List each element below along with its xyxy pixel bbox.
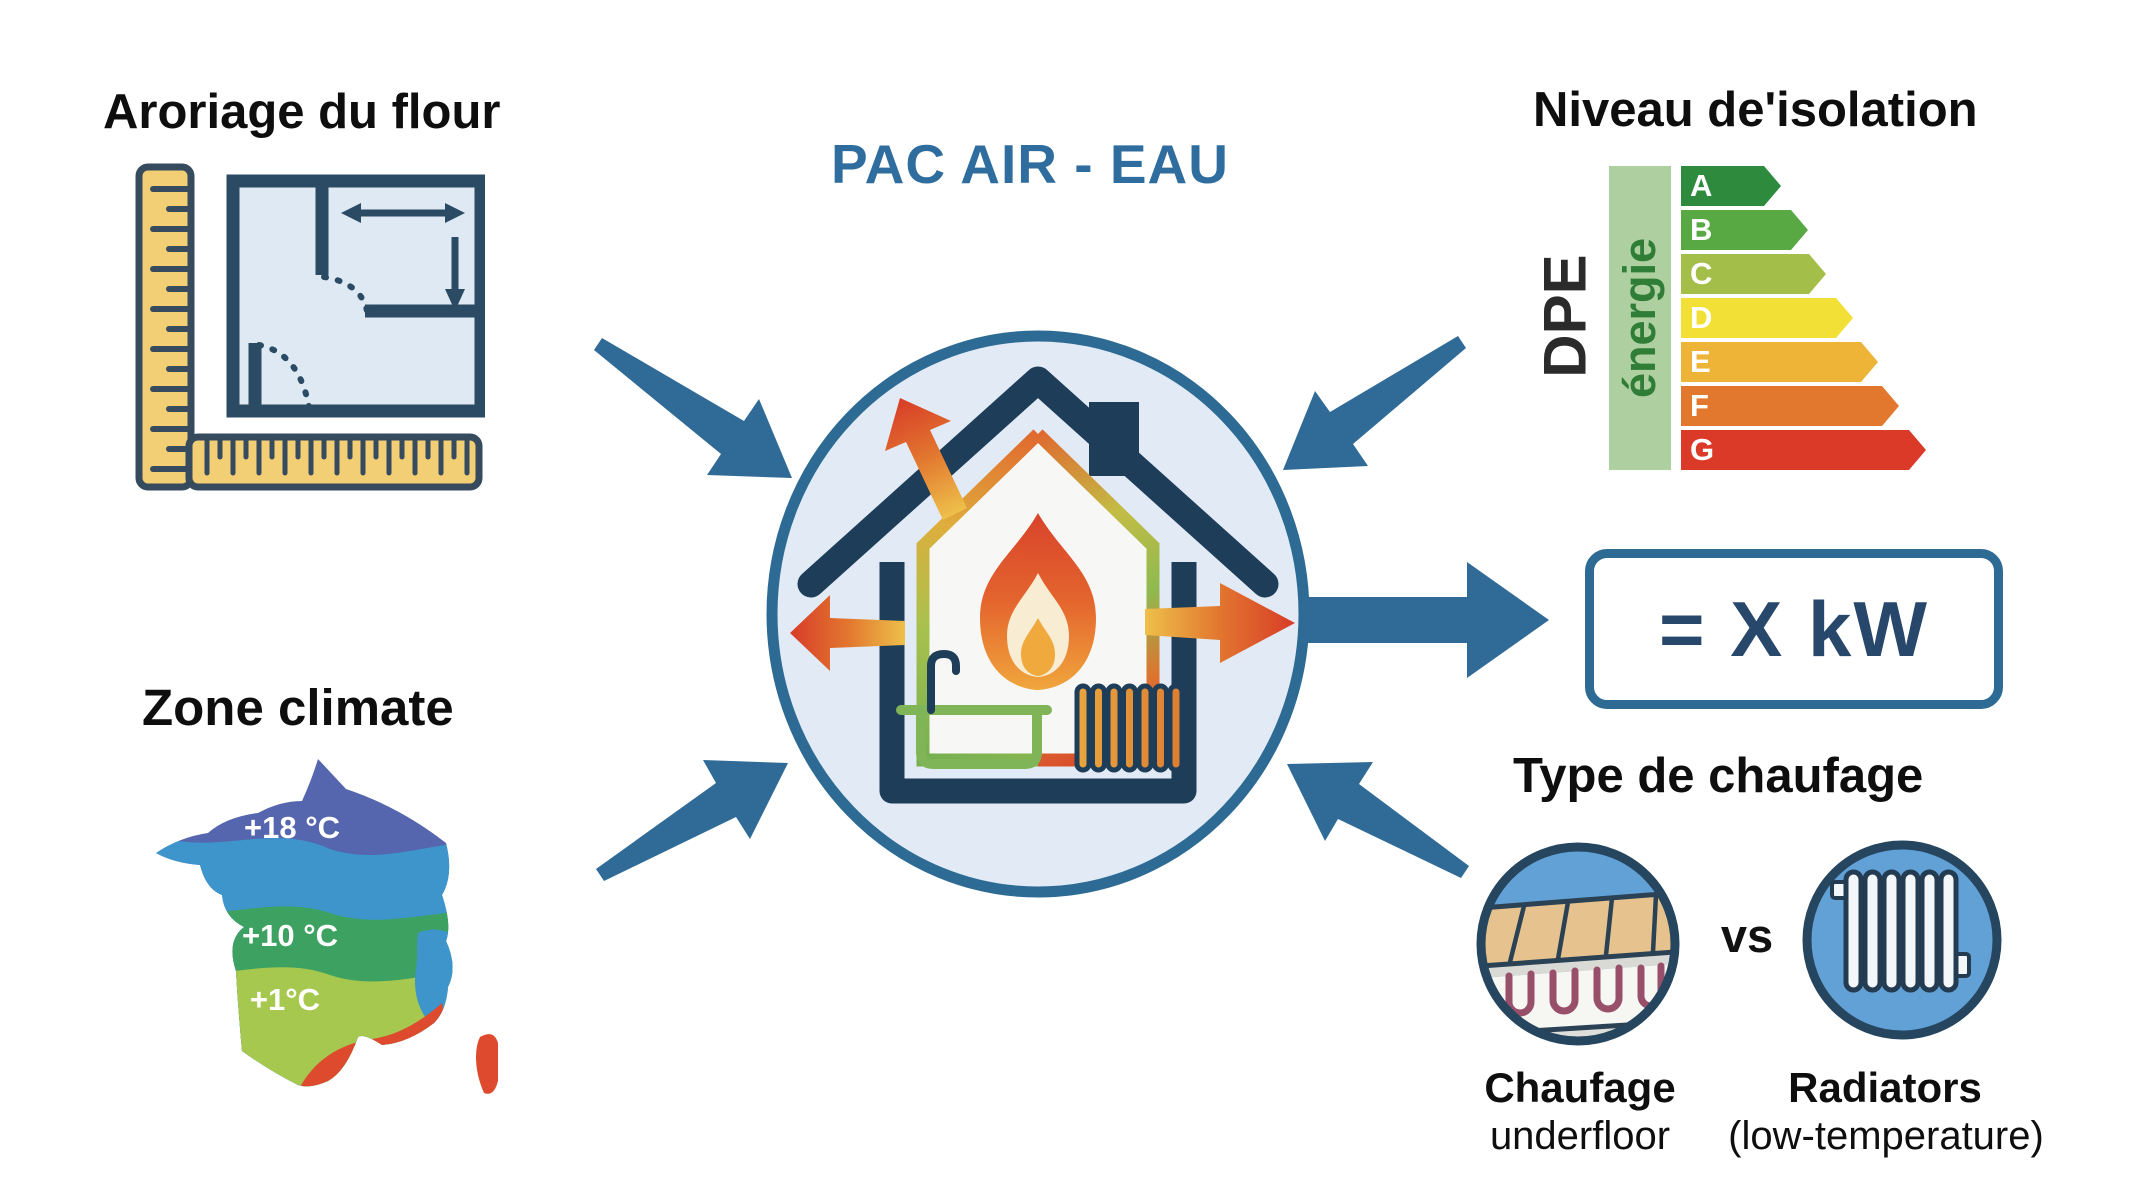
energie-text: énergie: [1614, 237, 1665, 399]
heat-pump-house-icon: [766, 330, 1310, 898]
heat-arrow-right-icon: [1145, 583, 1295, 663]
dpe-energy-label: DPE énergie A B C D E F G: [1532, 150, 1995, 482]
dpe-rating-rows: A B C D E F G: [1681, 166, 1926, 470]
energie-bar: énergie: [1609, 166, 1671, 470]
dpe-row-f: F: [1681, 386, 1899, 426]
insulation-title: Niveau de'isolation: [1533, 83, 1978, 137]
dpe-row-b: B: [1681, 210, 1808, 250]
france-climate-map: [156, 759, 498, 1094]
pac-air-eau-title: PAC AIR - EAU: [831, 133, 1229, 195]
radiators-subcaption: (low-temperature): [1728, 1114, 2044, 1158]
radiator-in-house-icon: [1074, 683, 1193, 773]
flame-core: [1021, 618, 1055, 676]
house-walls: [879, 562, 1197, 804]
result-kw-box: = X kW: [1585, 549, 2003, 709]
arrowhead-left-icon: [341, 203, 361, 223]
vs-label: vs: [1720, 909, 1774, 962]
heating-title: Type de chaufage: [1513, 749, 1924, 803]
zone-temp-label-18: +18 °C: [244, 810, 340, 845]
bathtub-icon: [916, 710, 1042, 769]
zone-temp-label-10: +10 °C: [242, 918, 338, 953]
underfloor-heating-icon: [1476, 842, 1680, 1046]
house-roof: [797, 366, 1279, 598]
vertical-ruler-ticks: [150, 186, 194, 472]
underfloor-caption: Chaufage: [1484, 1064, 1676, 1111]
heat-arrow-up-icon: [885, 398, 967, 520]
radiator-heating-icon: [1802, 840, 2002, 1040]
dpe-row-c: C: [1681, 254, 1826, 294]
dpe-letter: F: [1690, 388, 1709, 423]
dpe-text: DPE: [1531, 254, 1599, 378]
arrow-house-to-result: [1302, 562, 1549, 678]
heat-arrow-left-icon: [790, 595, 905, 671]
dpe-letter: B: [1690, 212, 1713, 247]
dpe-row-a: A: [1681, 166, 1781, 206]
horizontal-ruler-ticks: [204, 436, 470, 476]
dpe-row-e: E: [1681, 342, 1878, 382]
dpe-row-d: D: [1681, 298, 1853, 338]
door-arc-icon: [321, 274, 370, 314]
underfloor-subcaption: underfloor: [1489, 1114, 1671, 1158]
climate-title: Zone climate: [142, 679, 454, 736]
floorplan-ruler-icon: [135, 163, 485, 491]
result-kw-value: = X kW: [1659, 584, 1929, 673]
arrowhead-down-icon: [445, 289, 465, 311]
arrowhead-right-icon: [445, 203, 465, 223]
dpe-letter: E: [1690, 344, 1711, 379]
radiator-fins-icon: [1830, 869, 1971, 993]
dpe-letter: A: [1690, 168, 1713, 203]
floorplan-title: Aroriage du flour: [103, 85, 501, 139]
door-arc-icon: [256, 342, 312, 410]
dpe-row-g: G: [1681, 430, 1926, 470]
dpe-letter: G: [1690, 432, 1715, 467]
dpe-letter: D: [1690, 300, 1713, 335]
radiators-caption: Radiators: [1788, 1064, 1982, 1111]
zone-temp-label-1: +1°C: [249, 982, 321, 1017]
corsica-island: [476, 1034, 498, 1094]
faucet-icon: [927, 649, 960, 714]
dpe-letter: C: [1690, 256, 1713, 291]
